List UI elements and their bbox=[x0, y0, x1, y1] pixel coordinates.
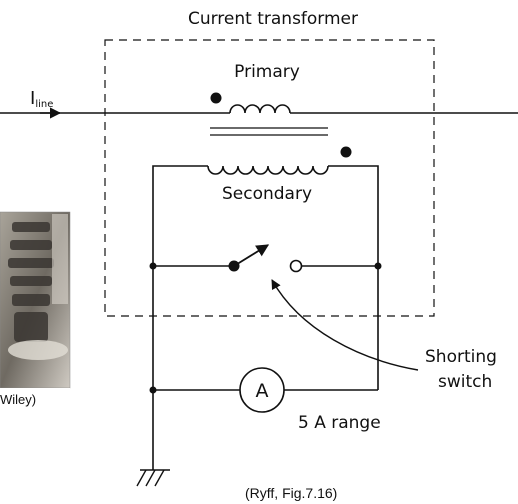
title-label: Current transformer bbox=[188, 9, 358, 29]
junction-switch-right bbox=[374, 262, 382, 270]
shorting-label-2: switch bbox=[438, 372, 492, 392]
shorting-label-1: Shorting bbox=[425, 347, 497, 367]
switch-contact bbox=[289, 259, 303, 273]
secondary-wire-left bbox=[152, 165, 208, 470]
figure-caption: (Ryff, Fig.7.16) bbox=[245, 485, 337, 501]
line-current-main: I bbox=[30, 88, 35, 109]
insulator-photo bbox=[0, 211, 71, 389]
junction-ammeter-left bbox=[149, 386, 157, 394]
photo-credit: Wiley) bbox=[0, 392, 36, 407]
secondary-polarity-dot bbox=[340, 146, 352, 158]
secondary-wire-right bbox=[328, 165, 379, 390]
switch-blade bbox=[233, 244, 270, 267]
photo-credit-bg bbox=[0, 388, 70, 412]
secondary-coil bbox=[207, 165, 329, 175]
ground-icon bbox=[136, 469, 170, 487]
shorting-pointer bbox=[271, 279, 419, 371]
primary-polarity-dot bbox=[210, 92, 222, 104]
ct-enclosure bbox=[104, 39, 435, 317]
secondary-label: Secondary bbox=[222, 184, 312, 204]
primary-coil bbox=[229, 104, 291, 114]
range-label: 5 A range bbox=[298, 413, 381, 433]
ammeter-symbol: A bbox=[256, 380, 269, 402]
line-current-label: Iline bbox=[30, 88, 53, 110]
primary-label: Primary bbox=[234, 62, 300, 82]
junction-switch-left bbox=[149, 262, 157, 270]
line-current-sub: line bbox=[35, 99, 53, 110]
